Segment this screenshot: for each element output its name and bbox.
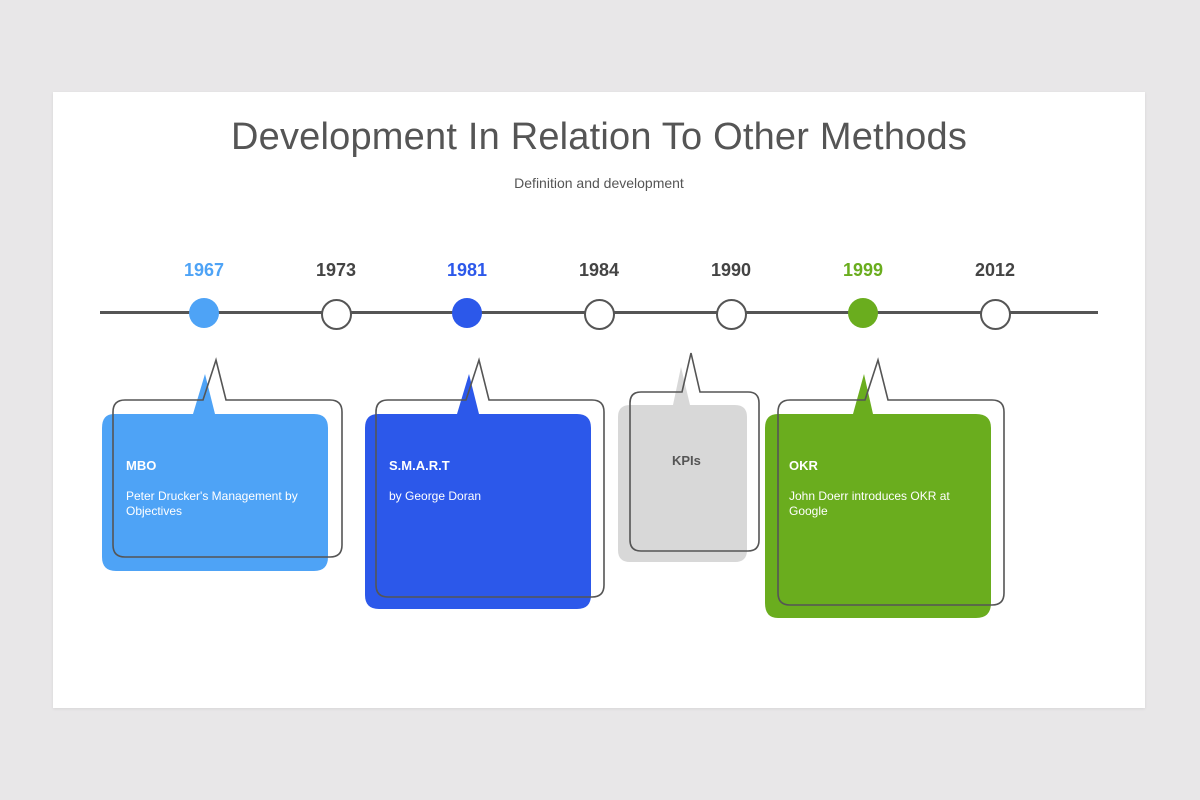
card-title-okr: OKR: [789, 458, 818, 473]
timeline-node-1981: [452, 298, 482, 328]
callout-outline-kpis: [629, 352, 760, 552]
year-label-1990: 1990: [710, 260, 752, 280]
callout-card-kpis: [618, 352, 760, 562]
card-title-kpis: KPIs: [672, 453, 701, 468]
callout-fill-kpis: [618, 367, 747, 562]
year-label-1967: 1967: [183, 260, 225, 280]
year-label-1984: 1984: [578, 260, 620, 280]
year-label-1981: 1981: [446, 260, 488, 280]
timeline-node-1973: [321, 299, 352, 330]
timeline-node-1967: [189, 298, 219, 328]
timeline-node-1999: [848, 298, 878, 328]
card-mbo: MBO Peter Drucker's Management by Object…: [126, 458, 316, 519]
card-smart: S.M.A.R.T by George Doran: [389, 458, 579, 504]
callout-fill-smart: [365, 374, 591, 609]
slide-title: Development In Relation To Other Methods: [230, 116, 968, 158]
timeline-node-1990: [716, 299, 747, 330]
card-desc-mbo: Peter Drucker's Management by Objectives: [126, 489, 298, 518]
callout-outline-okr: [777, 357, 1005, 606]
callout-outline-mbo: [112, 357, 343, 558]
timeline-node-1984: [584, 299, 615, 330]
card-title-mbo: MBO: [126, 458, 157, 473]
slide: Development In Relation To Other Methods…: [53, 92, 1145, 708]
card-okr: OKR John Doerr introduces OKR at Google: [789, 458, 974, 519]
callout-fill-okr: [765, 374, 991, 618]
card-title-smart: S.M.A.R.T: [389, 458, 450, 473]
year-label-2012: 2012: [974, 260, 1016, 280]
callout-card-mbo: [102, 357, 343, 571]
year-label-1973: 1973: [315, 260, 357, 280]
year-label-1999: 1999: [842, 260, 884, 280]
card-desc-okr: John Doerr introduces OKR at Google: [789, 489, 950, 518]
callout-shapes: [102, 352, 1005, 618]
callout-fill-mbo: [102, 374, 328, 571]
callout-card-okr: [765, 357, 1005, 618]
slide-subtitle: Definition and development: [514, 175, 684, 191]
card-desc-smart: by George Doran: [389, 489, 482, 503]
timeline-node-2012: [980, 299, 1011, 330]
callout-card-smart: [365, 357, 605, 609]
callout-outline-smart: [375, 357, 605, 598]
